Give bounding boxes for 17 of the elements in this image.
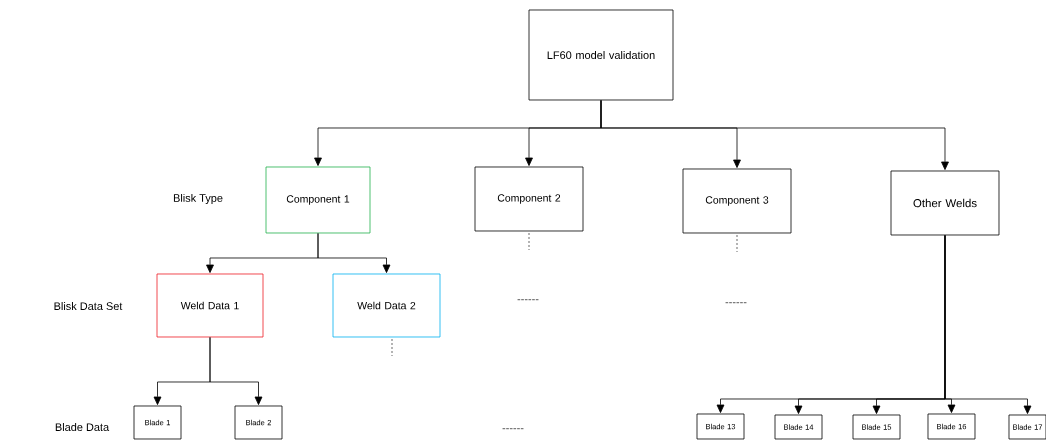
level-label: Blisk Type (173, 193, 223, 205)
title-box: LF60 model validation (528, 9, 674, 101)
process-box: Component 3 (682, 168, 792, 234)
arrow (209, 337, 263, 405)
ellipsis-text: ------ (517, 299, 539, 301)
arrow (317, 233, 391, 273)
arrow (944, 235, 1032, 414)
ellipsis-text: ------ (502, 428, 524, 430)
process-box: Other Welds (890, 170, 1000, 236)
process-box: Weld Data 2 (332, 273, 441, 338)
level-label: Blade Data (55, 422, 110, 431)
process-box: Component 1 (265, 166, 371, 234)
arrow (600, 100, 949, 170)
level-label: Blisk Data Set (54, 301, 123, 310)
process-box: Component 2 (474, 166, 584, 232)
ellipsis-text: ------ (725, 302, 747, 304)
process-box: Weld Data 1 (156, 273, 264, 338)
